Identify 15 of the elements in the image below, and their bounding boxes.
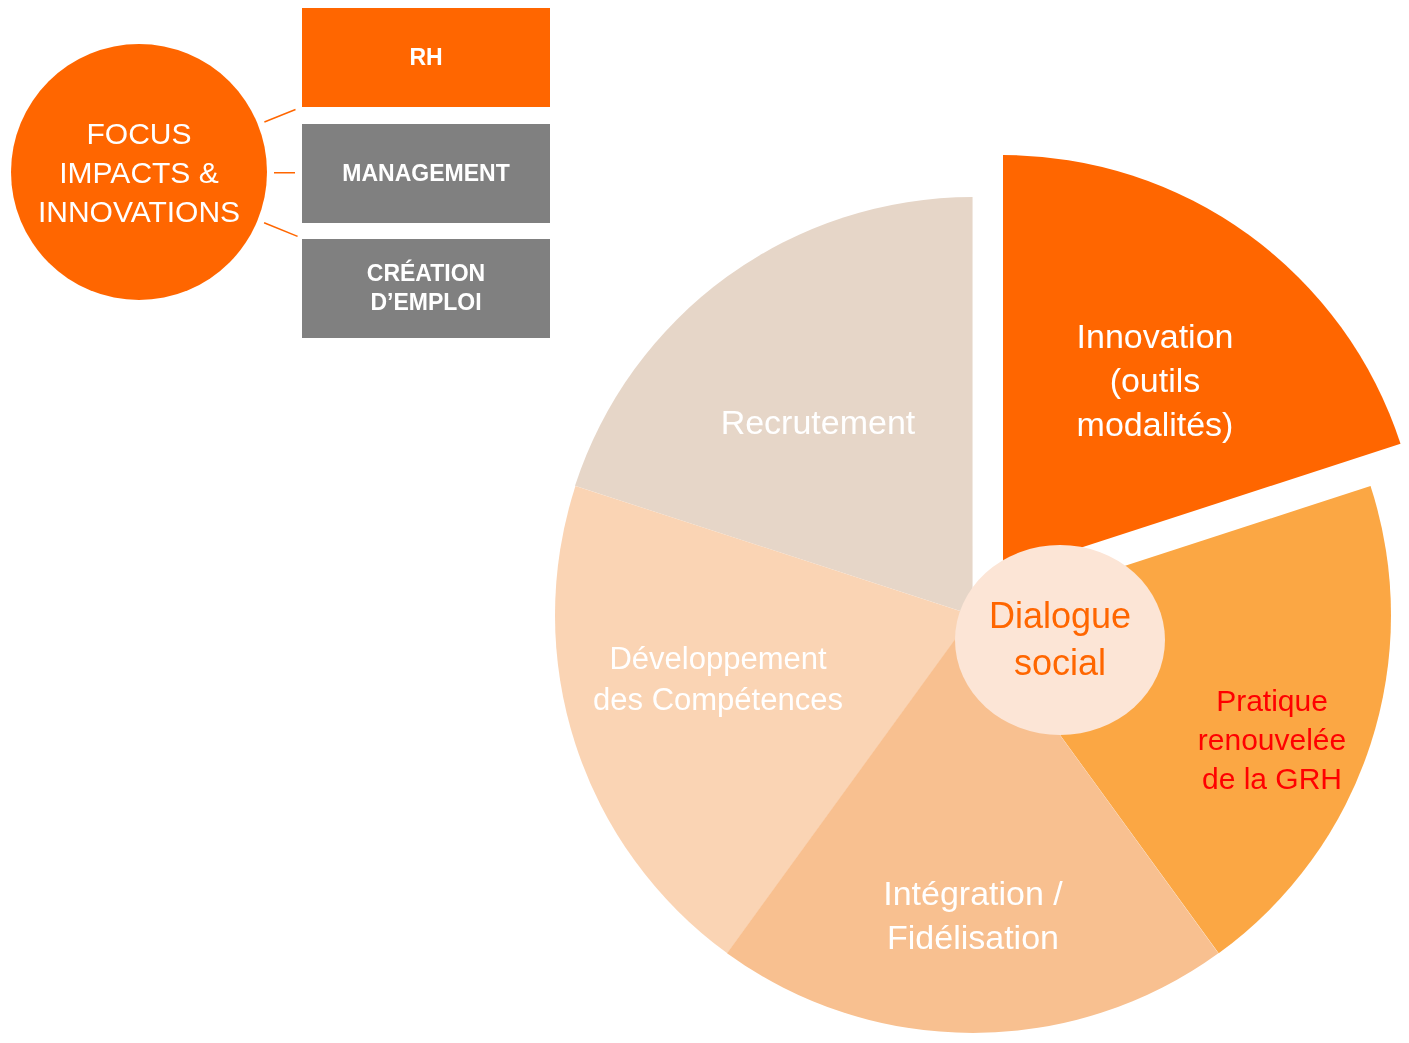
slice-label: Intégration / Fidélisation xyxy=(882,873,1064,959)
box-label: MANAGEMENT xyxy=(341,158,511,188)
connector-line xyxy=(263,222,299,238)
box-label: CRÉATION D’EMPLOI xyxy=(365,258,487,318)
connector-line xyxy=(263,108,297,123)
circle-label: FOCUS IMPACTS & INNOVATIONS xyxy=(36,115,242,230)
category-box xyxy=(302,8,550,107)
slice-label: Développement des Compétences xyxy=(592,640,844,719)
category-box xyxy=(302,239,550,338)
box-label: RH xyxy=(408,42,444,72)
slice-label: Innovation (outils modalités) xyxy=(1075,315,1235,445)
connector-line xyxy=(273,171,296,174)
circle-label: Dialogue social xyxy=(987,594,1133,685)
category-box xyxy=(302,124,550,223)
slice-label: Pratique renouvelée de la GRH xyxy=(1196,683,1348,798)
